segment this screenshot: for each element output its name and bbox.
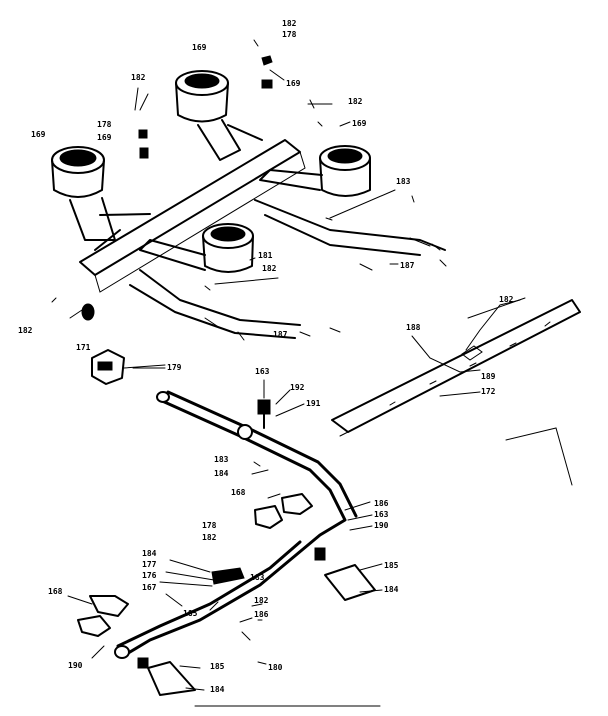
leader-lines (67, 69, 526, 691)
label-168: 168 (231, 488, 246, 497)
burner-top-center (175, 70, 263, 161)
label-180: 180 (268, 663, 283, 672)
regulator-block (91, 349, 166, 385)
label-185: 185 (384, 561, 399, 570)
valve-163 (257, 379, 271, 429)
label-183: 183 (250, 573, 265, 582)
label-190: 190 (68, 661, 83, 670)
label-169: 169 (352, 119, 367, 128)
label-188: 188 (406, 323, 421, 332)
burner-right (259, 145, 371, 197)
label-184: 184 (210, 685, 225, 694)
label-182: 182 (202, 533, 217, 542)
label-191: 191 (306, 399, 321, 408)
burner-lower-center (139, 223, 254, 273)
label-183: 183 (214, 455, 229, 464)
label-185: 185 (183, 609, 198, 618)
burner-tube-right (254, 199, 446, 251)
gas-manifold-pipe (114, 390, 358, 659)
label-182: 182 (499, 295, 514, 304)
label-182: 182 (262, 264, 277, 273)
label-169: 169 (97, 133, 112, 142)
label-190: 190 (374, 521, 389, 530)
label-189: 189 (481, 372, 496, 381)
label-179: 179 (167, 363, 182, 372)
fasteners (51, 39, 447, 341)
label-182: 182 (18, 326, 33, 335)
label-183: 183 (396, 177, 411, 186)
label-184: 184 (142, 549, 157, 558)
side-panel (331, 299, 581, 437)
label-182: 182 (282, 19, 297, 28)
label-184: 184 (214, 469, 229, 478)
label-176: 176 (142, 571, 157, 580)
label-187: 187 (273, 330, 288, 339)
label-186: 186 (254, 610, 269, 619)
label-187: 187 (400, 261, 415, 270)
label-182: 182 (131, 73, 146, 82)
page-corner-mark (505, 427, 573, 486)
label-178: 178 (282, 30, 297, 39)
label-186: 186 (374, 499, 389, 508)
burner-tube-lower (139, 269, 301, 326)
label-163: 163 (374, 510, 389, 519)
label-181: 181 (258, 251, 273, 260)
label-192: 192 (290, 383, 305, 392)
label-169: 169 (192, 43, 207, 52)
label-184: 184 (384, 585, 399, 594)
label-171: 171 (76, 343, 91, 352)
label-178: 178 (97, 120, 112, 129)
label-167: 167 (142, 583, 157, 592)
label-182: 182 (348, 97, 363, 106)
label-172: 172 (481, 387, 496, 396)
burner-assembly (51, 70, 446, 339)
label-168: 168 (48, 587, 63, 596)
label-178: 178 (202, 521, 217, 530)
label-169: 169 (286, 79, 301, 88)
label-169: 169 (31, 130, 46, 139)
label-177: 177 (142, 560, 157, 569)
orifice-brackets (147, 564, 376, 696)
part-labels: 182 178 169 169 182 182 169 178 169 169 … (18, 19, 514, 694)
label-185: 185 (210, 662, 225, 671)
label-163: 163 (255, 367, 270, 376)
burner-upper-left (51, 146, 151, 241)
label-182: 182 (254, 596, 269, 605)
